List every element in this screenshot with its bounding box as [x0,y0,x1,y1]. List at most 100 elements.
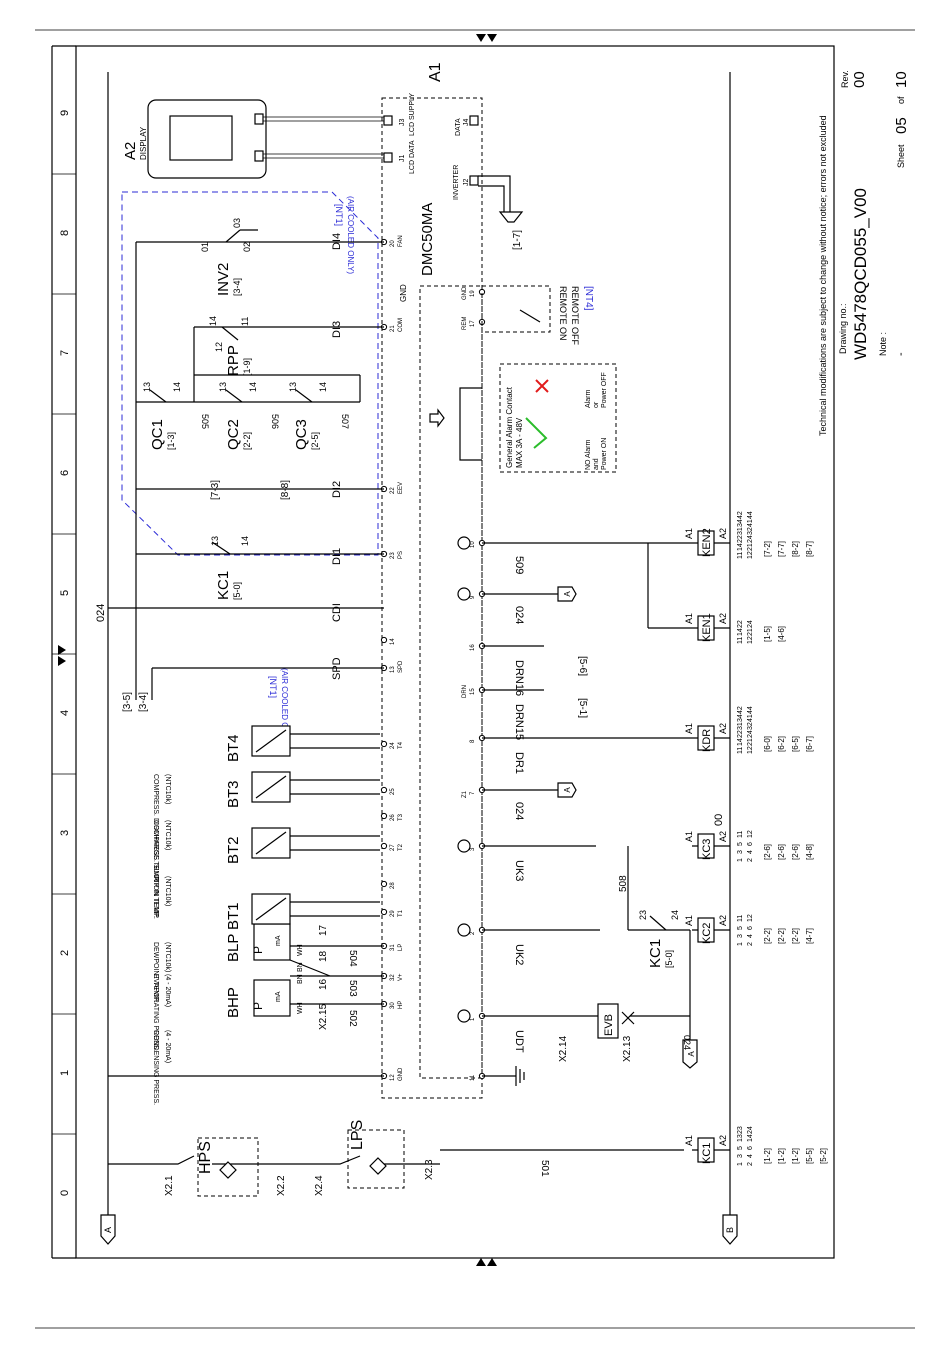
ntc-slash [255,775,287,799]
wire-501: 501 [539,1160,550,1177]
pin-no-26: 26 [390,814,396,821]
kc1-pin-a: 13 [210,536,220,546]
contact-no: 32 [747,722,754,730]
vplus-wire [289,959,331,977]
controller-model: DMC50MA [419,203,436,276]
alarm-power-on: Power ON [601,438,608,470]
qc2-xref: [2-2] [242,432,252,450]
blp-range: (4 - 20mA) [164,974,171,1007]
kc1b-contact [649,915,667,931]
alarm-no-alarm: NO Alarm [585,439,592,470]
contact-xref: [5-5] [805,1148,814,1164]
rpp-xref: [1-9] [242,358,252,376]
output-relay-icon [457,536,471,550]
qc2-wire: 506 [270,414,280,429]
sheet-label: Sheet [896,144,906,168]
port-j1-label: LCD DATA [409,140,416,174]
transducer-ma: mA [275,991,282,1002]
controller-a1 [381,97,483,1099]
rev-label: Rev. [840,70,850,88]
contact-no: 41 [747,519,754,527]
remote-off-label: REMOTE OFF [570,286,580,345]
alarm-or: or [593,401,600,408]
kc1-ref: KC1 [215,571,232,600]
signal-509: 509 [513,556,525,574]
inv2-xref: [3-4] [232,278,242,296]
evb-wire-label: 024 [682,1035,692,1050]
blp-desc: EVAPORATING PRESS. [152,974,159,1051]
air-cooled-note-1: (AIR COOLED ONLY) [346,196,355,274]
side-marker-icon [58,656,66,666]
grid-label-6: 6 [59,470,71,476]
contact-no: 6 [747,842,754,846]
contact-xref: [6-5] [791,736,800,752]
contact-no: 11 [737,831,744,838]
rail-voltage-label: 024 [95,604,107,622]
grid-label-5: 5 [59,590,71,596]
ken2-a1: A1 [684,528,694,539]
wire-502: 502 [347,1010,358,1027]
bhp-range: (4 - 20mA) [164,1030,171,1063]
display-name: DISPLAY [139,126,148,160]
pin-no-20: 20 [390,240,396,247]
contact-xref: [2-6] [791,844,800,860]
signal-uk3: UK3 [513,860,525,881]
qc2-ref: QC2 [225,419,242,450]
contact-xref: [2-2] [777,928,786,944]
bt3-ref: BT3 [225,780,242,808]
disclaimer: Technical modifications are subject to c… [818,115,828,436]
contact-no: 44 [747,706,754,714]
air-cooled-note-2: (AIR COOLED ONLY) [280,668,289,746]
alarm-power-off: Power OFF [601,372,608,408]
alarm-rating: MAX 3A - 48V [515,417,524,468]
contact-no: 24 [747,620,754,628]
rail-a-marker [100,1214,116,1245]
hps-ref: HPS [197,1141,214,1174]
inv2-ref: INV2 [215,263,232,296]
remote-switch-icon [519,309,541,323]
pin-no-16: 16 [470,644,476,651]
inv2-pin-c: 03 [232,218,242,228]
contact-no: 14 [737,628,744,636]
qc2-pin-a: 13 [218,382,228,392]
signal-di2: DI2 [331,481,343,498]
transducer-p: P [251,946,265,954]
qc1-xref: [1-3] [166,432,176,450]
kc1b-pin-a: 23 [638,910,648,920]
contact-no: 5 [737,842,744,846]
bt1-range: (NTC10k) [164,942,171,972]
pin-no-22: 22 [390,487,396,494]
kc1-pin-b: 14 [240,536,250,546]
coil-box [697,833,715,859]
contact-no: 6 [747,926,754,930]
pin-no-11: 11 [470,1074,476,1081]
contact-xref: [1-2] [791,1148,800,1164]
grid-label-2: 2 [59,950,71,956]
nt4-note: [NT4] [583,286,594,311]
pin-label-20: FAN [398,235,404,247]
pin-label-22: EEV [398,482,404,494]
pin-no-29: 29 [390,910,396,917]
qc1-contact: QC1 [1-3] 13 14 505 [142,382,210,450]
signal-di4: DI4 [331,233,343,250]
contact-no: 24 [747,1126,754,1134]
qc1-ref: QC1 [149,419,166,450]
rev-value: 00 [851,71,868,88]
top-signal-labels: DI4 DI3 DI2 DI1 CDI SPD [331,233,343,680]
hps-term-2: X2.2 [276,1175,287,1196]
pin-no-27: 27 [390,844,396,851]
pin-no-15: 15 [470,688,476,695]
rail-b-label: B [725,1227,735,1233]
ken2-a2: A2 [718,528,728,539]
pin-label-12: GND [398,1067,404,1081]
signal-drn15: DRN15 [513,704,525,740]
note-label: Note : [878,332,888,356]
bt3-range: (NTC10k) [164,820,171,850]
contact-no: 42 [737,511,744,519]
kc2-a1: A1 [684,915,694,926]
display-screen [169,115,233,161]
drawing-frame [75,45,835,1259]
remote-on-label: REMOTE ON [558,286,568,341]
